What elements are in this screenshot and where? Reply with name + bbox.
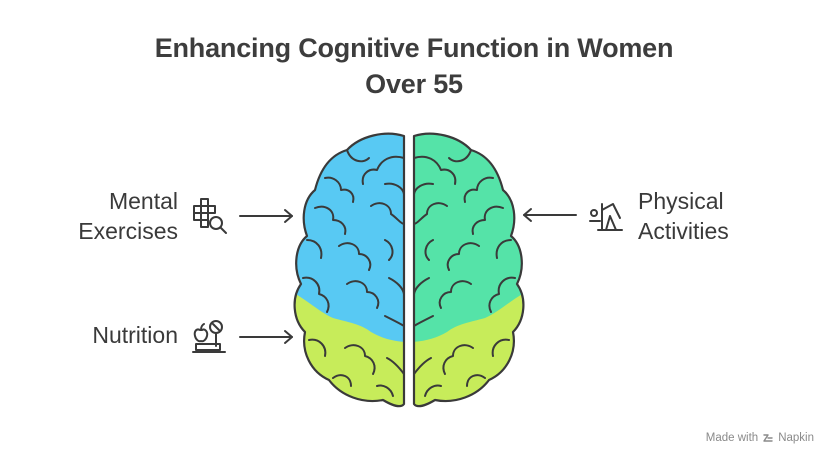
apple-scale-icon [190, 316, 230, 356]
label-physical-activities: Physical Activities [638, 186, 798, 246]
brain-illustration [285, 128, 533, 414]
label-mental-exercises: Mental Exercises [40, 186, 178, 246]
diagram-title: Enhancing Cognitive Function in Women Ov… [0, 30, 828, 102]
napkin-brand-text: Napkin [778, 432, 814, 444]
label-nutrition: Nutrition [40, 320, 178, 350]
made-with-text: Made with [706, 432, 758, 444]
yoga-pose-icon [586, 196, 626, 236]
puzzle-search-icon [190, 196, 230, 236]
right-hemisphere [409, 128, 533, 414]
footer-credit: Made with Napkin [706, 432, 814, 444]
napkin-logo-icon [762, 432, 774, 444]
left-hemisphere [285, 128, 409, 414]
title-line-1: Enhancing Cognitive Function in Women [0, 30, 828, 66]
title-line-2: Over 55 [0, 66, 828, 102]
